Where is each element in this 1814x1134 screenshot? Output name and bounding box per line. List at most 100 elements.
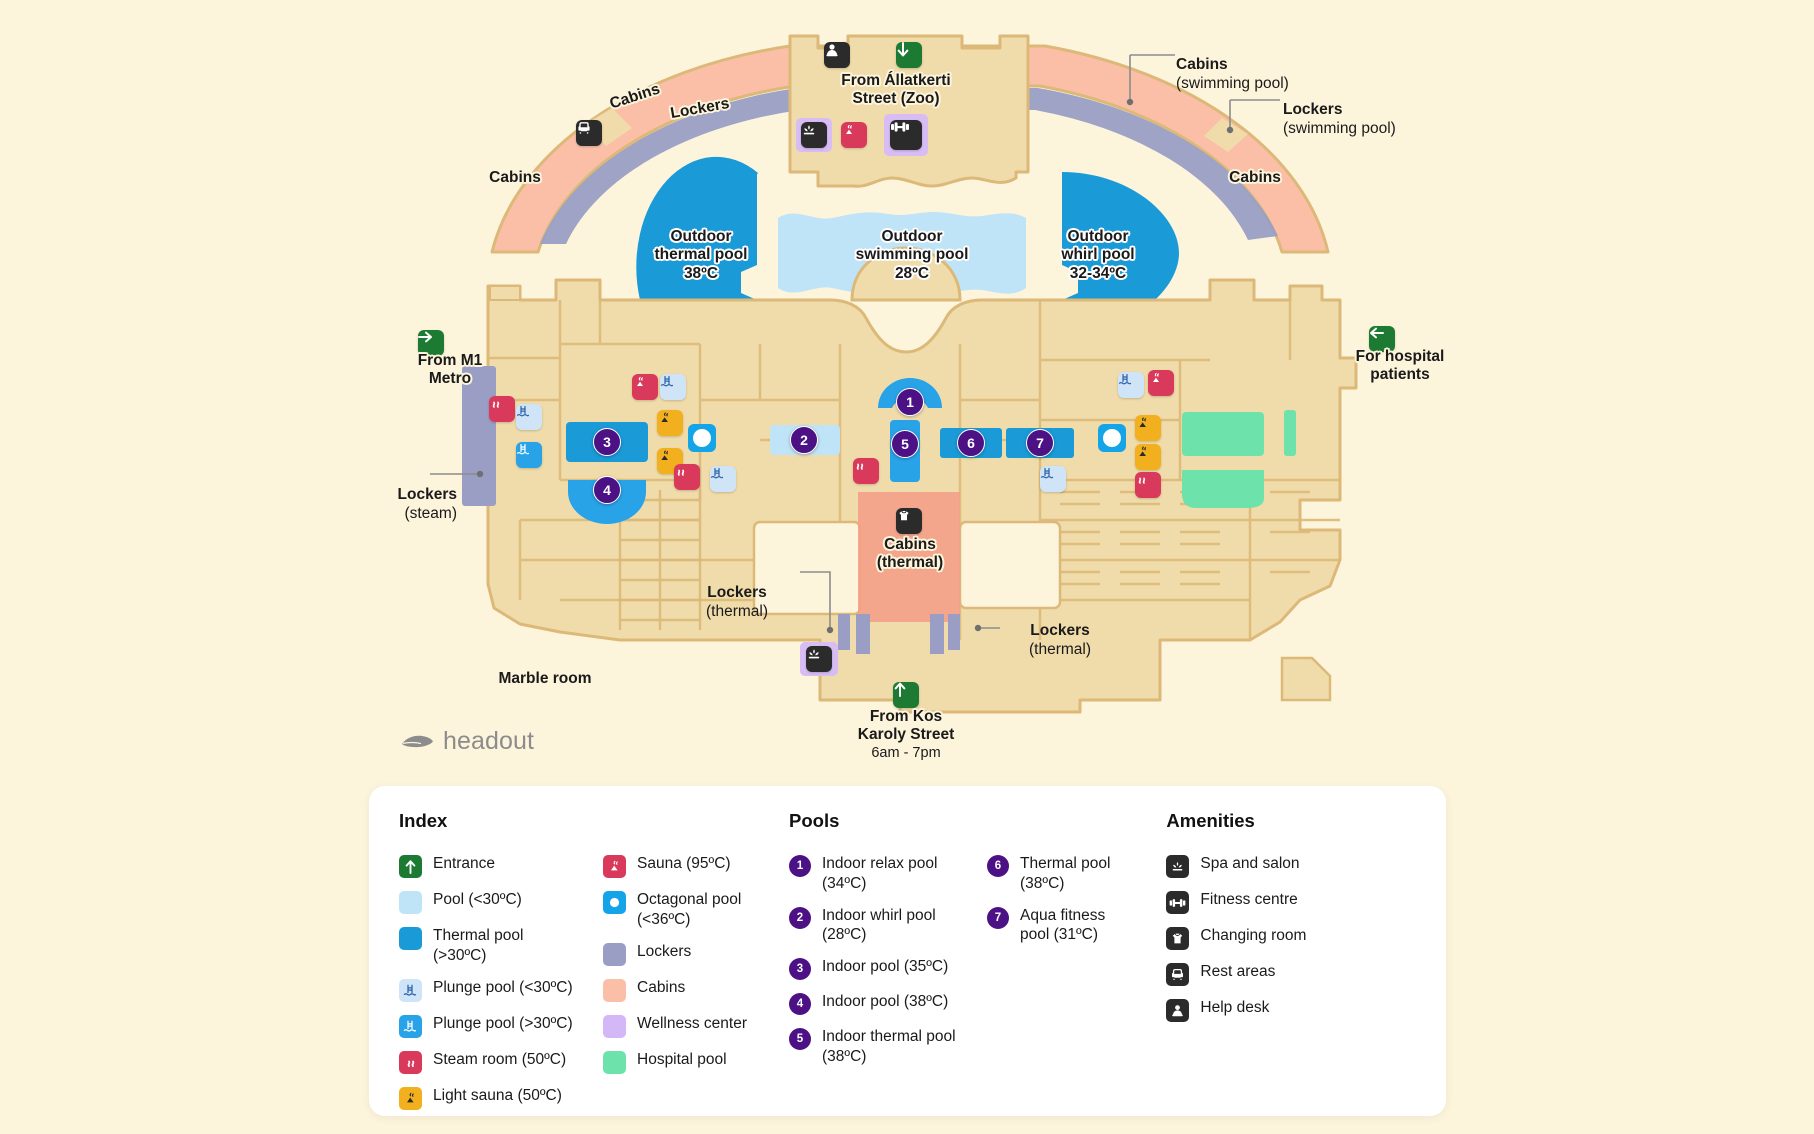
- pool-number-badge: 5: [789, 1028, 811, 1051]
- legend-item-pool-cold[interactable]: Pool (<30ºC): [399, 890, 577, 914]
- pool-number-badge: 6: [987, 855, 1009, 877]
- legend-index-column: Index Entrance Pool (<30ºC): [399, 810, 781, 1116]
- legend-index-list-1: Entrance Pool (<30ºC) Thermal pool (>30º…: [399, 854, 577, 1110]
- arrow-right-icon[interactable]: [418, 330, 444, 356]
- legend-item-entrance[interactable]: Entrance: [399, 854, 577, 878]
- pool-pin-3[interactable]: 3: [593, 428, 621, 456]
- pool-pin-4[interactable]: 4: [593, 476, 621, 504]
- legend-item-label: Help desk: [1200, 999, 1270, 1016]
- fitness-icon[interactable]: [890, 120, 922, 150]
- legend-item-steam-room[interactable]: Steam room (50ºC): [399, 1050, 577, 1074]
- legend-item-cabins[interactable]: Cabins: [603, 978, 781, 1002]
- lockers-thermal-d: [948, 614, 960, 650]
- wellness-swatch: [603, 1014, 626, 1038]
- sauna-icon[interactable]: [632, 374, 658, 400]
- legend-pool-5[interactable]: 5 Indoor thermal pool (38ºC): [789, 1027, 961, 1067]
- legend-amenity-changing-room[interactable]: Changing room: [1166, 926, 1416, 950]
- legend-item-lockers[interactable]: Lockers: [603, 942, 781, 966]
- central-dome: [850, 246, 962, 302]
- legend-amenity-spa[interactable]: Spa and salon: [1166, 854, 1416, 878]
- spa-salon-icon[interactable]: [806, 646, 832, 672]
- legend-item-label: Lockers: [637, 942, 692, 960]
- light-sauna-icon[interactable]: [1135, 415, 1161, 441]
- light-sauna-icon[interactable]: [657, 410, 683, 436]
- legend-pool-2[interactable]: 2 Indoor whirl pool (28ºC): [789, 906, 961, 946]
- changing-room-icon[interactable]: [896, 508, 922, 534]
- legend-item-label: Wellness center: [637, 1014, 747, 1032]
- rest-area-icon: [1166, 963, 1190, 986]
- legend-item-label: Steam room (50ºC): [433, 1050, 567, 1068]
- legend-amenity-help-desk[interactable]: Help desk: [1166, 998, 1416, 1022]
- pool-pin-2[interactable]: 2: [790, 426, 818, 454]
- steam-room-icon[interactable]: [674, 464, 700, 490]
- legend-item-light-sauna[interactable]: Light sauna (50ºC): [399, 1086, 577, 1110]
- spa-salon-icon[interactable]: [801, 122, 827, 148]
- legend-item-label: Indoor whirl pool (28ºC): [822, 906, 936, 944]
- help-desk-icon[interactable]: [824, 42, 850, 68]
- legend-item-label: Pool (<30ºC): [433, 891, 522, 908]
- hospital-pool-b: [1182, 470, 1264, 508]
- sauna-icon[interactable]: [1148, 370, 1174, 396]
- light-sauna-icon[interactable]: [1135, 444, 1161, 470]
- legend-amenity-fitness[interactable]: Fitness centre: [1166, 890, 1416, 914]
- plunge-pool-cold-icon[interactable]: [516, 404, 542, 430]
- legend-index-title: Index: [399, 810, 448, 831]
- pool-warm-swatch: [399, 927, 422, 950]
- rest-area-icon[interactable]: [576, 120, 602, 146]
- legend-card: Index Entrance Pool (<30ºC): [369, 786, 1446, 1116]
- arrow-left-icon[interactable]: [1369, 326, 1395, 352]
- legend-pool-1[interactable]: 1 Indoor relax pool (34ºC): [789, 854, 961, 894]
- legend-item-plunge-cold[interactable]: Plunge pool (<30ºC): [399, 978, 577, 1002]
- legend-pool-7[interactable]: 7 Aqua fitness pool (31ºC): [987, 906, 1159, 946]
- legend-amenity-rest-areas[interactable]: Rest areas: [1166, 962, 1416, 986]
- headout-logo[interactable]: headout: [400, 727, 534, 756]
- wellness-strip-right: [1284, 410, 1296, 456]
- leader-dots: [476, 98, 1234, 634]
- plunge-pool-cold-icon: [399, 978, 422, 1002]
- legend-pool-3[interactable]: 3 Indoor pool (35ºC): [789, 957, 961, 981]
- pool-pin-5[interactable]: 5: [891, 430, 919, 458]
- plunge-pool-cold-icon[interactable]: [1118, 372, 1144, 398]
- map-vector: [430, 34, 1358, 714]
- pool-number-badge: 4: [789, 993, 811, 1016]
- pool-pin-6[interactable]: 6: [957, 429, 985, 457]
- arrow-down-icon[interactable]: [896, 42, 922, 68]
- legend-pools-title: Pools: [789, 810, 840, 831]
- arrow-up-icon[interactable]: [893, 682, 919, 708]
- legend-pool-6[interactable]: 6 Thermal pool (38ºC): [987, 854, 1159, 894]
- plunge-pool-warm-icon[interactable]: [516, 442, 542, 468]
- legend-item-hospital-pool[interactable]: Hospital pool: [603, 1050, 781, 1074]
- plunge-pool-warm-icon: [399, 1014, 422, 1038]
- legend-item-label: Plunge pool (<30ºC): [433, 978, 573, 996]
- floor-map[interactable]: 1 2 3 4 5 6 7 From Állatkerti Street (Zo…: [0, 0, 1814, 790]
- legend-item-label: Indoor pool (38ºC): [822, 993, 949, 1011]
- plunge-pool-cold-icon[interactable]: [660, 374, 686, 400]
- legend-item-thermal-pool[interactable]: Thermal pool (>30ºC): [399, 926, 577, 966]
- steam-room-icon[interactable]: [489, 396, 515, 422]
- plunge-pool-cold-icon[interactable]: [1040, 466, 1066, 492]
- legend-pools-list-2: 6 Thermal pool (38ºC) 7 Aqua fitness poo…: [987, 854, 1159, 1067]
- legend-pool-4[interactable]: 4 Indoor pool (38ºC): [789, 992, 961, 1016]
- changing-room-icon: [1166, 927, 1190, 950]
- pool-pin-1[interactable]: 1: [896, 388, 924, 416]
- legend-item-label: Thermal pool (>30ºC): [433, 927, 524, 964]
- fitness-icon: [1166, 891, 1190, 914]
- hospital-swatch: [603, 1050, 626, 1074]
- steam-room-icon[interactable]: [1135, 472, 1161, 498]
- headout-mark-icon: [402, 735, 433, 747]
- legend-item-label: Light sauna (50ºC): [433, 1086, 562, 1104]
- legend-item-wellness-center[interactable]: Wellness center: [603, 1014, 781, 1038]
- legend-item-label: Aqua fitness pool (31ºC): [1020, 906, 1106, 944]
- legend-item-sauna[interactable]: Sauna (95ºC): [603, 854, 781, 878]
- lockers-steam-block: [462, 366, 496, 506]
- legend-item-octagonal-pool[interactable]: Octagonal pool (<36ºC): [603, 890, 781, 930]
- sauna-icon[interactable]: [841, 122, 867, 148]
- legend-item-plunge-warm[interactable]: Plunge pool (>30ºC): [399, 1014, 577, 1038]
- pool-pin-7[interactable]: 7: [1026, 429, 1054, 457]
- plunge-pool-cold-icon[interactable]: [710, 466, 736, 492]
- legend-pools-list-1: 1 Indoor relax pool (34ºC) 2 Indoor whir…: [789, 854, 961, 1067]
- steam-room-icon[interactable]: [853, 458, 879, 484]
- courtyard-left: [752, 520, 862, 616]
- steam-room-icon: [399, 1050, 422, 1074]
- outdoor-arc-ring: [490, 44, 1330, 254]
